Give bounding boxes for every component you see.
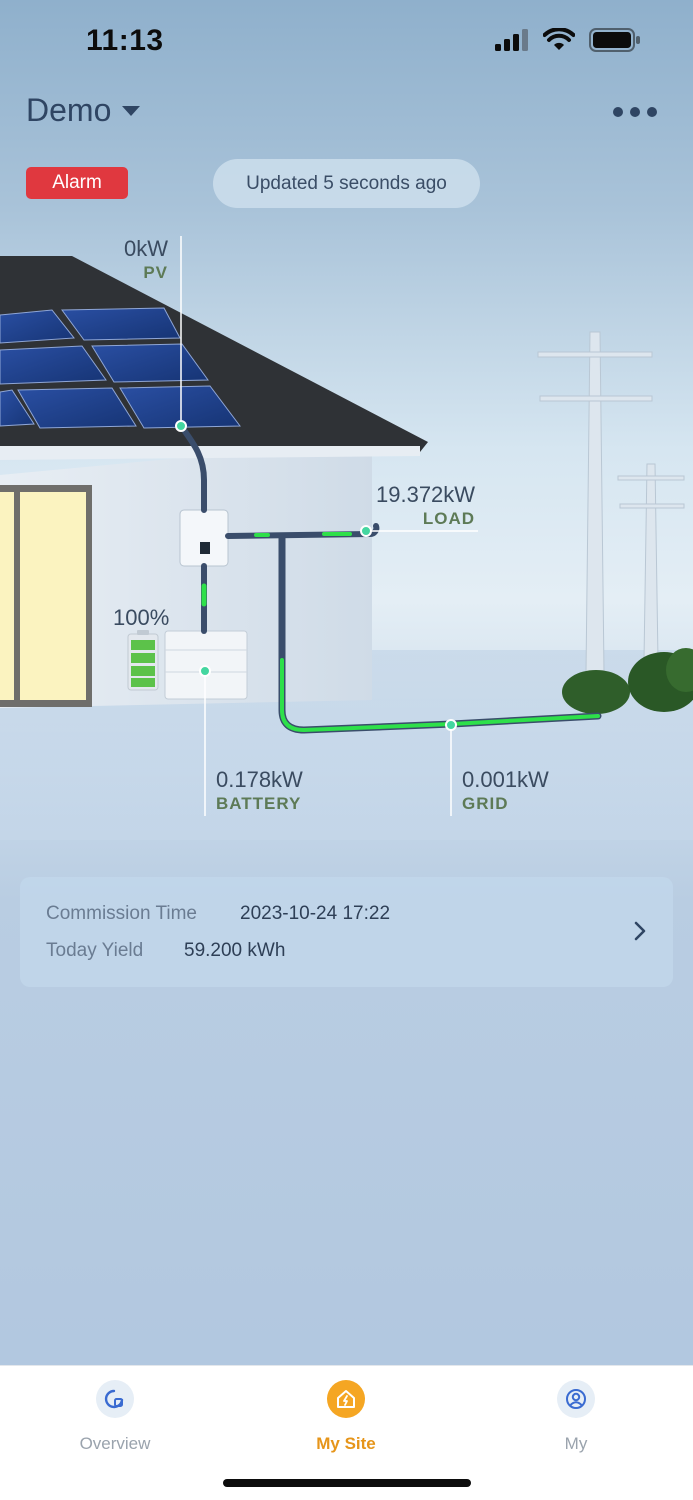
tab-my[interactable]: My bbox=[506, 1380, 646, 1454]
load-name: LOAD bbox=[422, 509, 476, 528]
load-value: 19.372kW bbox=[376, 482, 476, 507]
battery-unit bbox=[164, 630, 248, 700]
update-status: Updated 5 seconds ago bbox=[213, 159, 480, 208]
overview-icon bbox=[96, 1380, 134, 1418]
more-dot-icon bbox=[613, 107, 623, 117]
status-icons bbox=[495, 28, 641, 52]
battery-soc-value: 100% bbox=[113, 605, 170, 630]
energy-flow-scene: 0kW PV 19.372kW LOAD 100% 0.178kW BATTER… bbox=[0, 220, 693, 840]
today-yield-label: Today Yield bbox=[46, 940, 144, 961]
commission-time-value: 2023-10-24 17:22 bbox=[240, 903, 391, 924]
battery-name: BATTERY bbox=[216, 794, 302, 813]
tab-my-site-label: My Site bbox=[316, 1434, 376, 1453]
alarm-badge[interactable]: Alarm bbox=[26, 167, 128, 199]
load-node bbox=[360, 525, 372, 537]
status-bar: 11:13 bbox=[0, 0, 693, 84]
wifi-icon bbox=[543, 28, 575, 50]
battery-soc-icon bbox=[127, 630, 159, 691]
commission-time-row: Commission Time 2023-10-24 17:22 bbox=[46, 903, 390, 925]
more-dot-icon bbox=[630, 107, 640, 117]
site-name: Demo bbox=[26, 92, 112, 128]
more-options-button[interactable] bbox=[613, 100, 657, 124]
battery-status-icon bbox=[589, 28, 640, 52]
caret-down-icon bbox=[122, 105, 141, 116]
today-yield-value: 59.200 kWh bbox=[184, 940, 286, 961]
grid-name: GRID bbox=[462, 794, 509, 813]
load-label: 19.372kW LOAD bbox=[376, 482, 476, 528]
inverter bbox=[179, 509, 229, 567]
chevron-right-icon bbox=[634, 921, 646, 941]
home-indicator[interactable] bbox=[223, 1479, 471, 1487]
pv-value: 0kW bbox=[124, 236, 168, 261]
grid-label: 0.001kW GRID bbox=[462, 767, 549, 813]
more-dot-icon bbox=[647, 107, 657, 117]
today-yield-row: Today Yield 59.200 kWh bbox=[46, 940, 285, 962]
pv-label: 0kW PV bbox=[124, 236, 168, 282]
tab-overview[interactable]: Overview bbox=[45, 1380, 185, 1454]
site-selector[interactable]: Demo bbox=[26, 92, 141, 129]
house-illustration bbox=[0, 236, 693, 840]
battery-node bbox=[199, 665, 211, 677]
tab-my-label: My bbox=[564, 1434, 588, 1453]
pv-node bbox=[175, 420, 187, 432]
commission-time-label: Commission Time bbox=[46, 903, 197, 924]
tab-my-site[interactable]: My Site bbox=[276, 1380, 416, 1454]
cellular-signal-icon bbox=[495, 29, 528, 51]
label-pointers bbox=[180, 236, 478, 816]
house bbox=[0, 256, 428, 708]
solar-panels bbox=[0, 307, 241, 429]
site-info-card[interactable]: Commission Time 2023-10-24 17:22 Today Y… bbox=[20, 877, 673, 987]
battery-value: 0.178kW bbox=[216, 767, 303, 792]
pv-name: PV bbox=[143, 263, 168, 282]
status-time: 11:13 bbox=[86, 24, 164, 57]
battery-label: 0.178kW BATTERY bbox=[216, 767, 303, 813]
tab-bar: Overview My Site My bbox=[0, 1365, 693, 1500]
user-icon bbox=[557, 1380, 595, 1418]
tab-overview-label: Overview bbox=[79, 1434, 151, 1453]
battery-soc-label: 100% bbox=[113, 607, 169, 629]
utility-poles bbox=[537, 331, 685, 673]
flow-nodes bbox=[175, 420, 457, 731]
energy-flow-lines bbox=[178, 423, 602, 734]
bushes bbox=[562, 648, 693, 714]
grid-value: 0.001kW bbox=[462, 767, 549, 792]
grid-node bbox=[445, 719, 457, 731]
site-icon bbox=[327, 1380, 365, 1418]
